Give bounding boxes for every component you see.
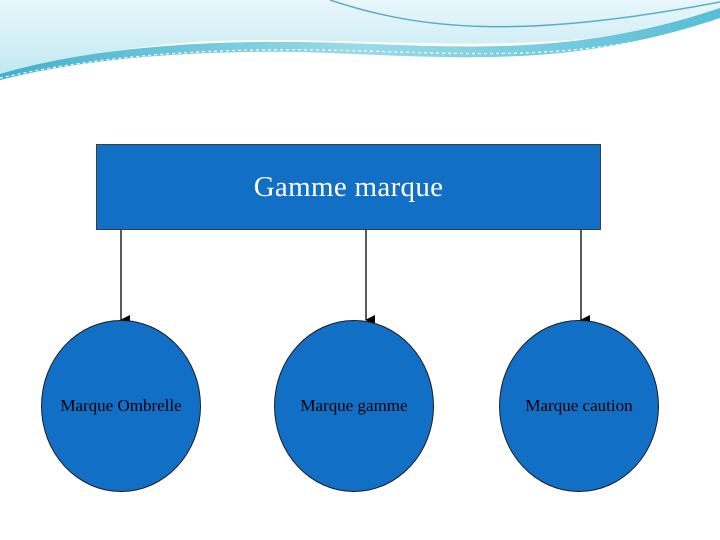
marque-gamme-label: Marque gamme (300, 396, 408, 415)
wave-band-light (0, 0, 720, 80)
marque-ombrelle-label: Marque Ombrelle (60, 396, 182, 415)
marque-ombrelle-node: Marque Ombrelle (41, 320, 201, 492)
gamme-marque-label: Gamme marque (253, 170, 444, 203)
marque-caution-label: Marque caution (525, 396, 633, 415)
marque-caution-node: Marque caution (499, 320, 659, 492)
gamme-marque-box: Gamme marque (96, 144, 601, 230)
marque-gamme-node: Marque gamme (274, 320, 434, 492)
wave-band-main (0, 8, 720, 80)
wave-line-thin (0, 19, 720, 79)
header-wave-decoration (0, 0, 720, 80)
wave-line-dark (329, 0, 720, 28)
